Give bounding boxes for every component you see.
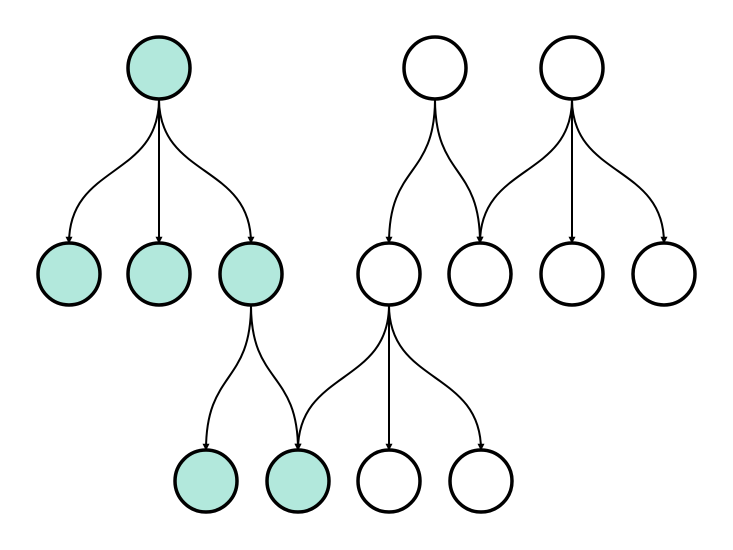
edge-g-to-n (388, 304, 485, 451)
edges-layer (65, 98, 668, 451)
edge-f-to-k (202, 304, 252, 451)
graph-node-m (356, 448, 422, 514)
nodes-layer (36, 35, 697, 514)
edge-g-to-l (294, 304, 390, 451)
graph-node-n (448, 448, 514, 514)
graph-node-a (126, 35, 192, 101)
edge-b-to-h (434, 98, 484, 244)
graph-node-j (631, 241, 697, 307)
graph-node-k (173, 448, 239, 514)
edge-b-to-g (385, 98, 436, 244)
graph-node-g (356, 241, 422, 307)
graph-node-f (218, 241, 284, 307)
graph-node-l (265, 448, 331, 514)
edge-a-to-f (158, 98, 255, 244)
edge-f-to-l (250, 304, 302, 451)
edge-c-to-j (571, 98, 668, 244)
graph-node-c (539, 35, 605, 101)
graph-node-b (402, 35, 468, 101)
edge-c-to-h (476, 98, 573, 244)
graph-node-d (36, 241, 102, 307)
edge-a-to-d (65, 98, 160, 244)
graph-node-i (539, 241, 605, 307)
graph-node-h (447, 241, 513, 307)
graph-node-e (126, 241, 192, 307)
